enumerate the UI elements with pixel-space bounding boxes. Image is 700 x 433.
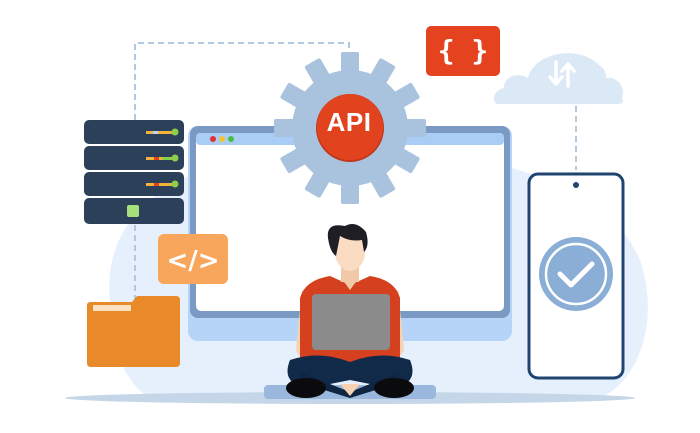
folder-icon [87,296,180,367]
window-minimize-dot [219,136,225,142]
code-tag-icon: </> [166,246,220,276]
laptop-icon [312,294,390,350]
server-status-leds [146,128,179,188]
check-icon [539,237,613,311]
cloud-sync-icon [494,53,623,104]
window-close-dot [210,136,216,142]
person-with-laptop [264,224,436,399]
phone-icon [527,172,625,380]
server-rack-icon [84,120,184,224]
json-badge [426,26,500,76]
code-badge [158,234,228,284]
json-braces-icon: { } [437,34,489,67]
window-maximize-dot [228,136,234,142]
api-label: API [326,107,372,137]
api-gear-icon [274,52,426,204]
server-power-button [127,205,139,217]
